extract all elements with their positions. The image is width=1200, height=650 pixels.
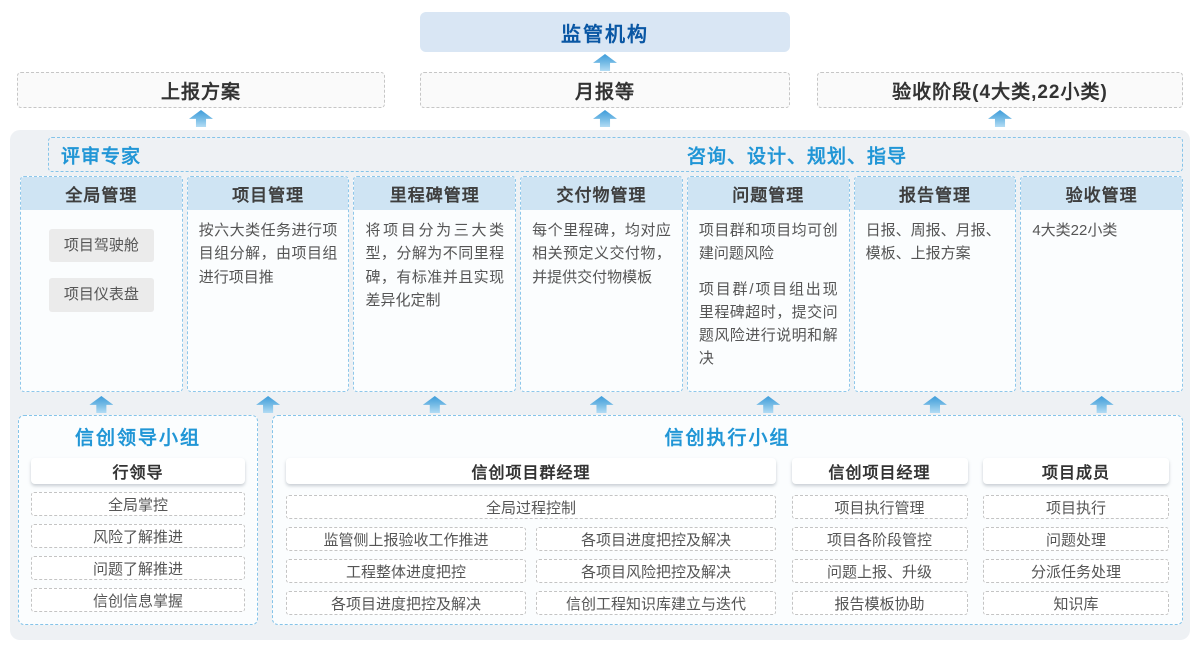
column-header: 全局管理 (21, 177, 182, 210)
program-manager-item: 各项目进度把控及解决 (536, 527, 776, 551)
column-header: 交付物管理 (521, 177, 682, 210)
leadership-item: 全局掌控 (31, 492, 245, 516)
project-member-item: 知识库 (983, 591, 1169, 615)
arrow-up-icon (189, 110, 213, 127)
column-project-management: 项目管理 按六大类任务进行项目组分解，由项目组进行项目推 (186, 176, 350, 392)
consulting-band: 评审专家 咨询、设计、规划、指导 (48, 137, 1183, 172)
project-manager-item: 问题上报、升级 (791, 559, 968, 583)
platform-container: 评审专家 咨询、设计、规划、指导 全局管理 项目驾驶舱 项目仪表盘 项目管理 按… (10, 130, 1190, 640)
project-member-item: 分派任务处理 (983, 559, 1169, 583)
column-header: 验收管理 (1021, 177, 1183, 210)
arrow-up-icon (422, 396, 447, 413)
program-manager-item: 各项目进度把控及解决 (286, 591, 526, 615)
arrow-up-icon (988, 110, 1012, 127)
program-manager-item: 全局过程控制 (286, 495, 776, 519)
column-description: 将项目分为三大类型，分解为不同里程碑，有标准并且实现差异化定制 (365, 222, 505, 309)
column-body: 每个里程碑，均对应相关预定义交付物，并提供交付物模板 (521, 210, 682, 301)
role-program-manager: 信创项目群经理 (286, 458, 776, 484)
project-manager-item: 报告模板协助 (791, 591, 968, 615)
project-manager-item: 项目执行管理 (791, 495, 968, 519)
column-body: 项目群和项目均可创建问题风险 项目群/项目组出现里程碑超时，提交问题风险进行说明… (688, 210, 849, 383)
execution-group-body: 信创项目群经理 全局过程控制 监管侧上报验收工作推进 各项目进度把控及解决 工程… (273, 450, 1182, 623)
column-body: 4大类22小类 (1021, 210, 1182, 254)
tag-project-dashboard: 项目仪表盘 (48, 278, 155, 312)
tag-project-cockpit: 项目驾驶舱 (48, 229, 155, 263)
column-description: 4大类22小类 (1032, 222, 1118, 239)
arrow-up-icon (593, 54, 617, 71)
role-project-manager: 信创项目经理 (791, 458, 968, 484)
column-header: 问题管理 (687, 177, 849, 210)
column-deliverable-management: 交付物管理 每个里程碑，均对应相关预定义交付物，并提供交付物模板 (520, 176, 683, 392)
arrow-up-icon (589, 396, 614, 413)
column-issue-management: 问题管理 项目群和项目均可创建问题风险 项目群/项目组出现里程碑超时，提交问题风… (686, 176, 850, 392)
column-arrows-row (20, 396, 1183, 413)
program-manager-items: 全局过程控制 监管侧上报验收工作推进 各项目进度把控及解决 工程整体进度把控 各… (286, 495, 776, 615)
leadership-item: 风险了解推进 (31, 524, 245, 548)
arrow-up-icon (593, 110, 617, 127)
arrow-up-icon (256, 396, 281, 413)
leadership-group-box: 信创领导小组 行领导 全局掌控 风险了解推进 问题了解推进 信创信息掌握 (18, 415, 258, 625)
program-manager-item: 工程整体进度把控 (286, 559, 526, 583)
leadership-group-title: 信创领导小组 (74, 428, 201, 449)
arrow-up-icon (756, 396, 781, 413)
program-manager-item: 各项目风险把控及解决 (536, 559, 776, 583)
regulator-box: 监管机构 (420, 12, 790, 52)
column-header: 报告管理 (854, 177, 1016, 210)
column-description: 项目群和项目均可创建问题风险 (698, 222, 838, 263)
column-description: 日报、周报、月报、模板、上报方案 (865, 222, 1001, 263)
column-milestone-management: 里程碑管理 将项目分为三大类型，分解为不同里程碑，有标准并且实现差异化定制 (353, 176, 517, 392)
column-global-management: 全局管理 项目驾驶舱 项目仪表盘 (20, 176, 183, 392)
column-body: 日报、周报、月报、模板、上报方案 (855, 210, 1016, 278)
project-member-item: 问题处理 (983, 527, 1169, 551)
leadership-item: 问题了解推进 (31, 556, 245, 580)
arrow-up-icon (1089, 396, 1114, 413)
leadership-item: 信创信息掌握 (31, 588, 245, 612)
column-report-management: 报告管理 日报、周报、月报、模板、上报方案 (853, 176, 1017, 392)
program-manager-section: 信创项目群经理 全局过程控制 监管侧上报验收工作推进 各项目进度把控及解决 工程… (286, 458, 776, 623)
channel-monthly-report: 月报等 (420, 72, 790, 108)
column-description: 每个里程碑，均对应相关预定义交付物，并提供交付物模板 (532, 222, 671, 286)
execution-group-box: 信创执行小组 信创项目群经理 全局过程控制 监管侧上报验收工作推进 各项目进度把… (272, 415, 1183, 625)
project-manager-item: 项目各阶段管控 (791, 527, 968, 551)
arrow-up-icon (922, 396, 947, 413)
channel-report-plan: 上报方案 (17, 72, 385, 108)
role-project-member: 项目成员 (983, 458, 1169, 484)
program-manager-item: 监管侧上报验收工作推进 (286, 527, 526, 551)
channel-acceptance-phase: 验收阶段(4大类,22小类) (817, 72, 1183, 108)
column-header: 项目管理 (187, 177, 349, 210)
management-columns: 全局管理 项目驾驶舱 项目仪表盘 项目管理 按六大类任务进行项目组分解，由项目组… (20, 176, 1184, 392)
role-bank-leaders: 行领导 (31, 458, 245, 484)
column-header: 里程碑管理 (354, 177, 516, 210)
consulting-design-label: 咨询、设计、规划、指导 (687, 146, 908, 167)
review-experts-label: 评审专家 (61, 146, 142, 167)
column-acceptance-management: 验收管理 4大类22小类 (1020, 176, 1184, 392)
program-manager-item: 信创工程知识库建立与迭代 (536, 591, 776, 615)
execution-group-title: 信创执行小组 (664, 428, 791, 449)
column-body: 将项目分为三大类型，分解为不同里程碑，有标准并且实现差异化定制 (354, 210, 515, 324)
column-body: 项目驾驶舱 项目仪表盘 (21, 210, 182, 312)
project-member-section: 项目成员 项目执行 问题处理 分派任务处理 知识库 (983, 458, 1169, 623)
column-body: 按六大类任务进行项目组分解，由项目组进行项目推 (188, 210, 349, 301)
column-description: 按六大类任务进行项目组分解，由项目组进行项目推 (198, 222, 338, 286)
column-description: 项目群/项目组出现里程碑超时，提交问题风险进行说明和解决 (698, 280, 838, 368)
arrow-up-icon (89, 396, 114, 413)
project-member-item: 项目执行 (983, 495, 1169, 519)
project-manager-section: 信创项目经理 项目执行管理 项目各阶段管控 问题上报、升级 报告模板协助 (791, 458, 968, 623)
